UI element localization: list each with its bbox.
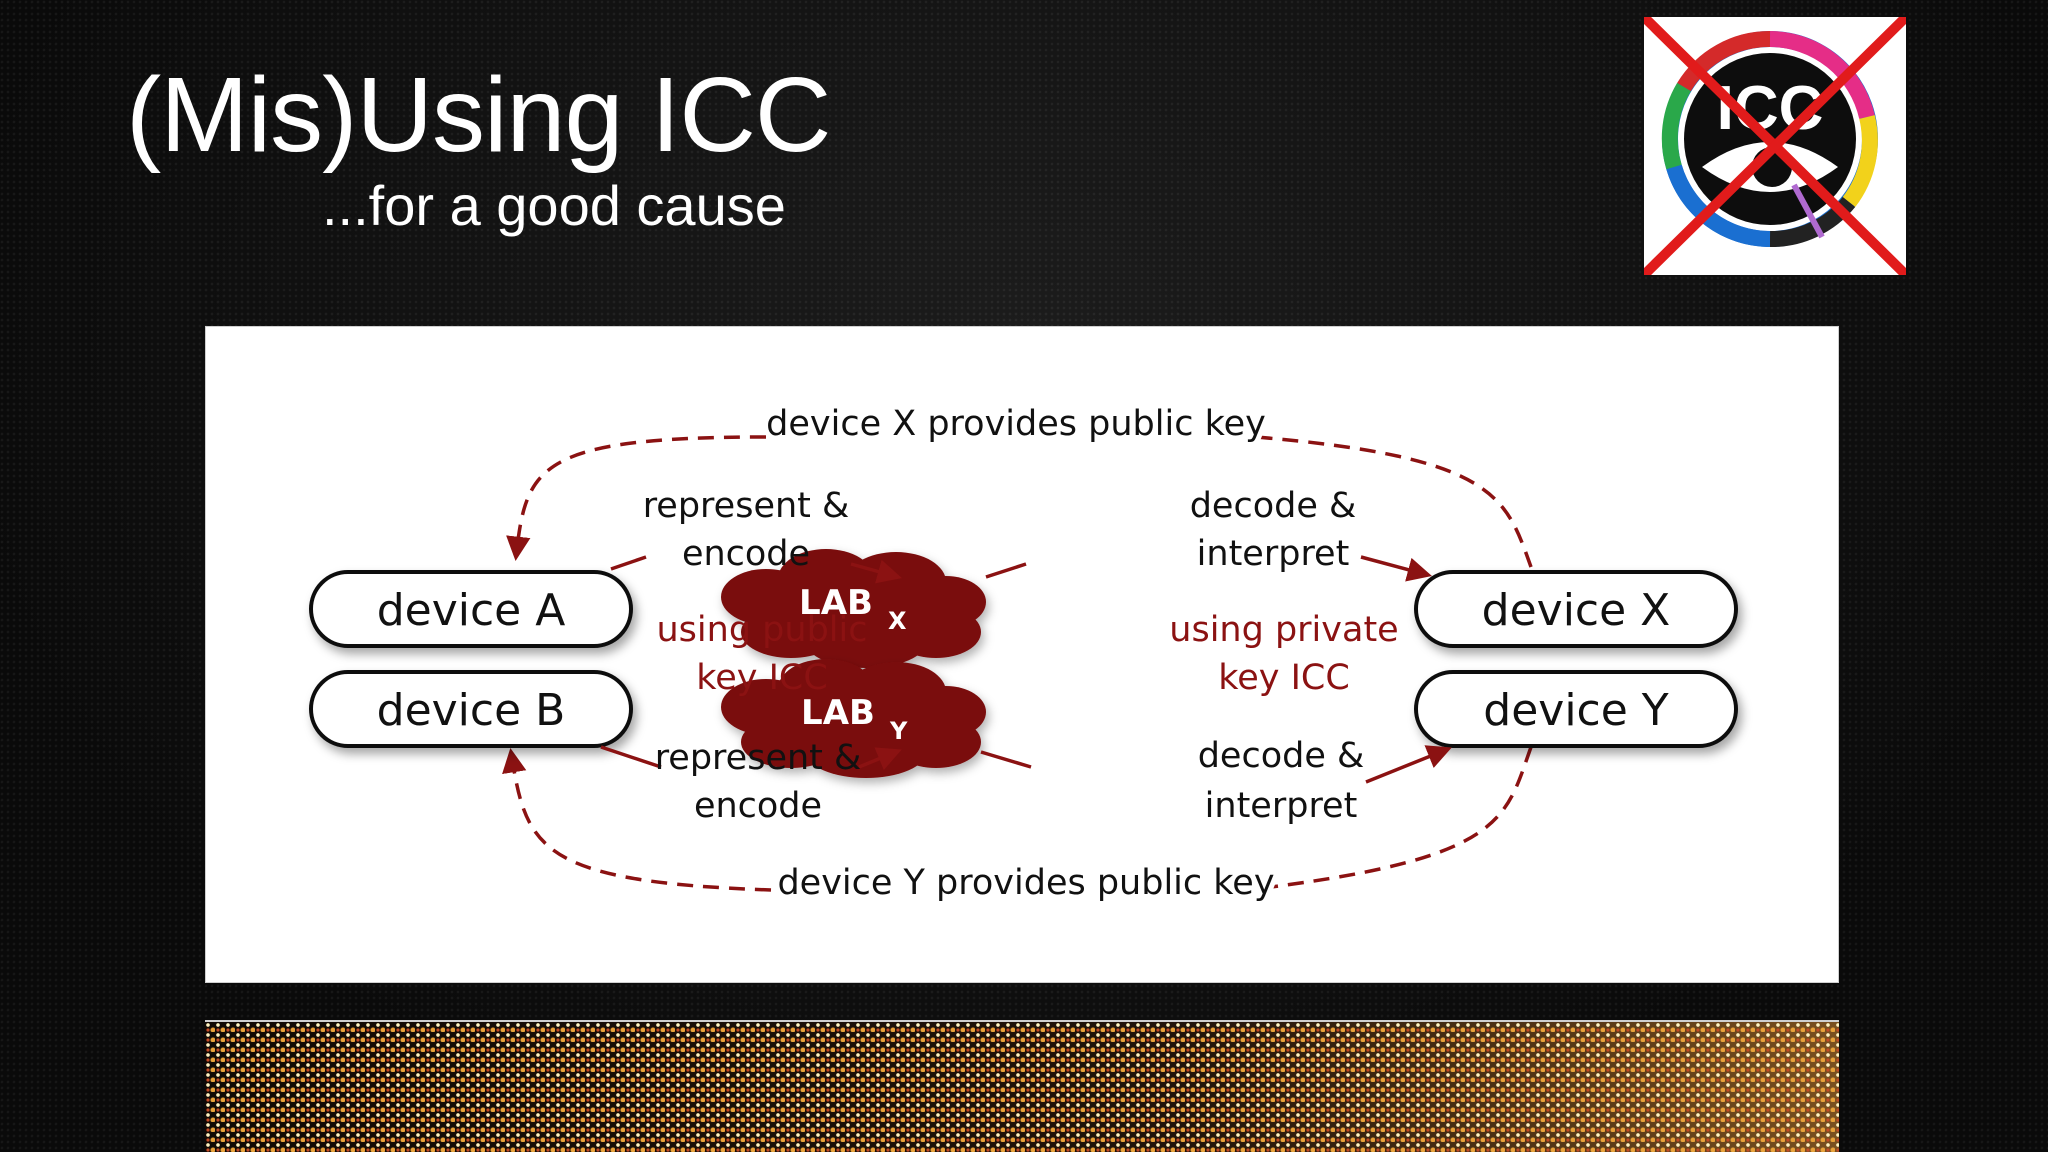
arrow-encode-laby xyxy=(858,747,902,771)
using-private-line2: key ICC xyxy=(1218,658,1350,698)
encode-top-line1: represent & xyxy=(643,486,850,526)
decode-top-line2: interpret xyxy=(1197,534,1350,574)
device-b-box: device B xyxy=(309,670,633,748)
bottom-arc-label: device Y provides public key xyxy=(777,863,1274,903)
device-y-label: device Y xyxy=(1483,685,1669,736)
halftone-image-strip xyxy=(205,1020,1839,1152)
using-public-line2: key ICC xyxy=(696,658,828,698)
key-exchange-diagram: device A device B device X device Y xyxy=(205,326,1839,983)
decode-bottom-line1: decode & xyxy=(1198,736,1365,776)
lab-y-sub: Y xyxy=(889,717,908,745)
bottom-dashed-arc xyxy=(511,747,1533,892)
device-y-box: device Y xyxy=(1414,670,1738,748)
lab-y-cloud: LAB Y xyxy=(721,659,986,778)
slide-title: (Mis)Using ICC xyxy=(126,56,831,174)
device-x-label: device X xyxy=(1482,585,1671,636)
decode-top-line1: decode & xyxy=(1190,486,1357,526)
using-public-line1: using public xyxy=(657,610,868,650)
arrow-laby-decode xyxy=(980,750,1032,769)
arrow-a-encode xyxy=(610,555,647,571)
slide-subtitle: ...for a good cause xyxy=(322,174,786,237)
encode-bottom-line1: represent & xyxy=(655,738,862,778)
lab-y-main: LAB xyxy=(801,693,875,733)
icc-logo-crossed-out-icon: ICC xyxy=(1644,17,1906,275)
arrow-labx-decode xyxy=(985,562,1027,579)
cross-line-2 xyxy=(1644,17,1906,275)
arrow-decode-x xyxy=(1360,555,1432,582)
device-a-box: device A xyxy=(309,570,633,648)
lab-x-sub: X xyxy=(888,607,907,635)
lab-x-main: LAB xyxy=(799,583,873,623)
encode-top-line2: encode xyxy=(682,534,810,574)
decode-bottom-line2: interpret xyxy=(1205,786,1358,826)
top-dashed-arc xyxy=(516,435,1533,567)
encode-bottom-line2: encode xyxy=(694,786,822,826)
device-x-box: device X xyxy=(1414,570,1738,648)
arrow-decode-y xyxy=(1365,745,1452,784)
device-a-label: device A xyxy=(377,585,566,636)
top-arc-label: device X provides public key xyxy=(766,404,1266,444)
arrow-b-encode xyxy=(600,745,662,769)
using-private-line1: using private xyxy=(1169,610,1398,650)
device-b-label: device B xyxy=(377,685,566,736)
arrow-encode-labx xyxy=(850,559,902,584)
lab-x-cloud: LAB X xyxy=(721,549,986,668)
